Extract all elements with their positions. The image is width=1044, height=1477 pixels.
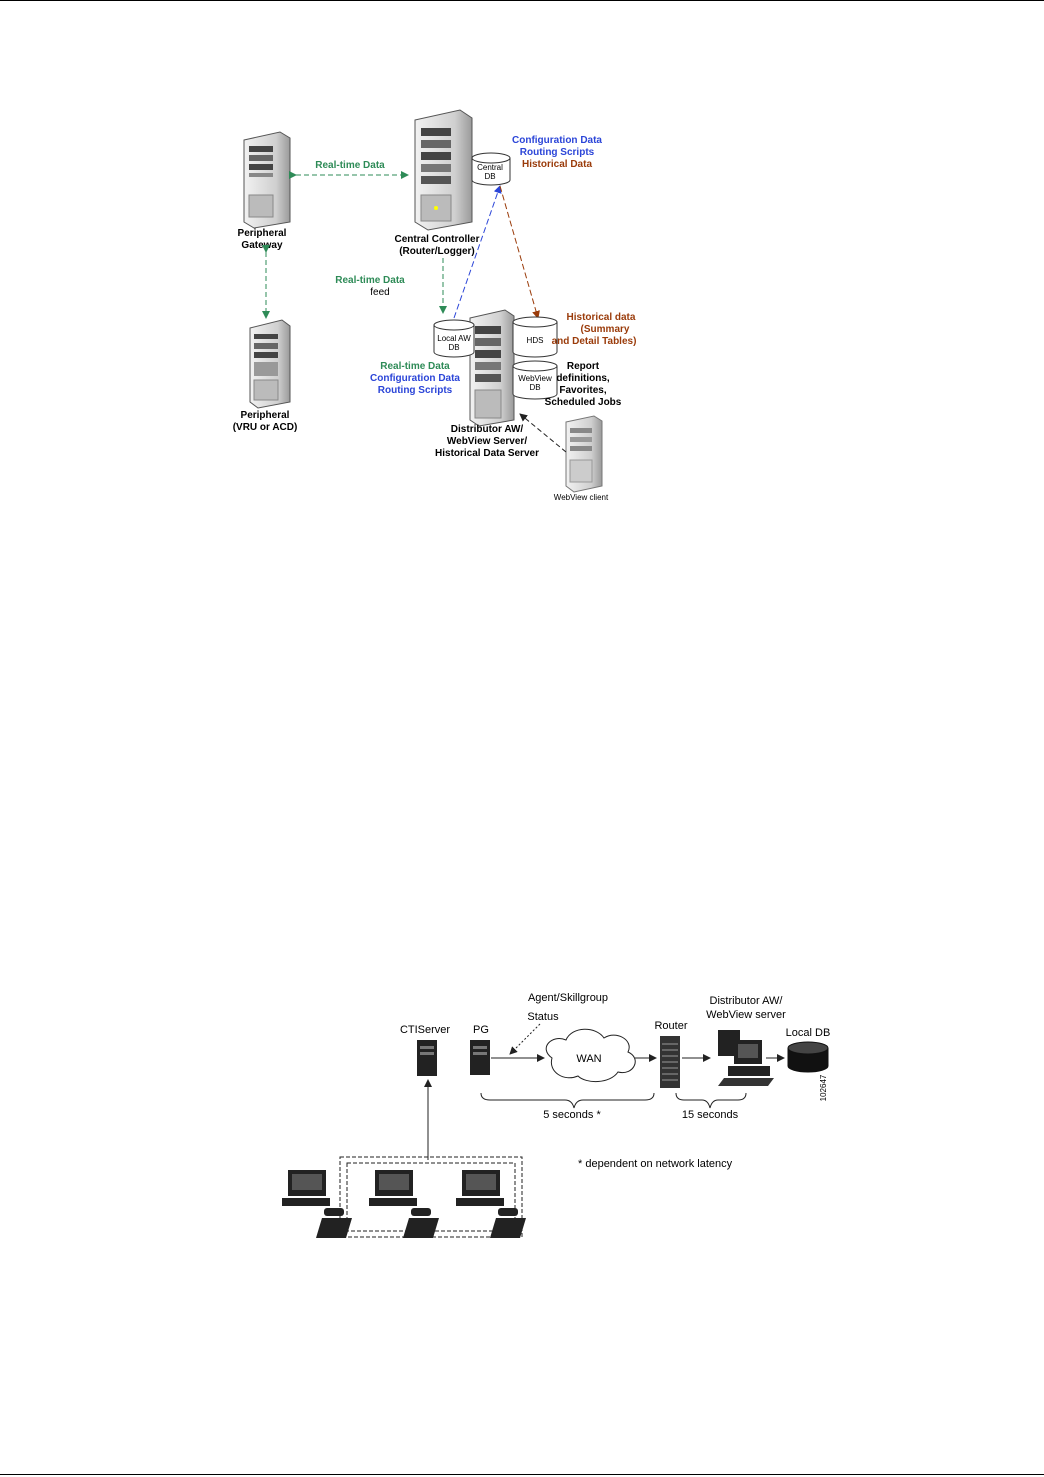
hist-detail-label: and Detail Tables) xyxy=(552,336,637,347)
pg-icon xyxy=(470,1040,490,1075)
report-label: Report xyxy=(567,361,600,372)
webview-db-label: DB xyxy=(529,383,540,392)
fifteen-seconds-label: 15 seconds xyxy=(682,1109,739,1121)
report-label: Favorites, xyxy=(559,385,606,396)
agent-workstation-icon xyxy=(282,1170,352,1238)
peripheral-gateway-label: Gateway xyxy=(241,240,283,251)
webview-client-label: WebView client xyxy=(554,493,609,502)
distributor-label: Distributor AW/ xyxy=(451,424,524,435)
historical-sync-arrow xyxy=(499,185,540,319)
agent-workstation-icon xyxy=(456,1170,526,1238)
config-sync-arrow xyxy=(453,185,502,319)
router-icon xyxy=(660,1036,680,1088)
distributor-label: WebView Server/ xyxy=(447,436,527,447)
agent-workstation-icon xyxy=(369,1170,439,1238)
five-seconds-label: 5 seconds * xyxy=(543,1109,601,1121)
central-db-label: DB xyxy=(484,172,495,181)
five-seconds-brace xyxy=(480,1092,655,1109)
local-db-label: Local DB xyxy=(786,1027,831,1039)
central-controller-label: Central Controller xyxy=(394,234,479,245)
pg-label: PG xyxy=(473,1024,489,1036)
distributor-server-icon xyxy=(469,309,515,427)
config-data-label: Configuration Data xyxy=(512,135,602,146)
central-db-icon xyxy=(471,152,511,186)
fifteen-seconds-brace xyxy=(675,1092,747,1109)
agent-status-pointer xyxy=(509,1023,541,1055)
local-db-icon xyxy=(787,1041,829,1073)
central-db-label: Central xyxy=(477,163,503,172)
peripheral-gateway-label: Peripheral xyxy=(238,228,287,239)
hist-detail-label: (Summary xyxy=(581,324,630,335)
webview-db-icon xyxy=(512,360,558,400)
distributor-aw-label: Distributor AW/ xyxy=(710,995,784,1007)
aw-stack-label: Routing Scripts xyxy=(378,385,453,396)
figure-id-label: 102647 xyxy=(819,1074,828,1101)
central-controller-server-icon xyxy=(414,109,473,231)
aw-stack-label: Real-time Data xyxy=(380,361,450,372)
aw-stack-label: Configuration Data xyxy=(370,373,460,384)
figure-2: CTIServer PG Agent/Skillgroup Status WAN xyxy=(282,992,830,1238)
distributor-aw-label: WebView server xyxy=(706,1009,786,1021)
agent-status-label: Status xyxy=(527,1011,559,1023)
historical-data-label: Historical Data xyxy=(522,159,592,170)
footer-rule xyxy=(0,1474,1044,1475)
report-label: definitions, xyxy=(556,373,610,384)
realtime-feed-label: Real-time Data xyxy=(335,275,405,286)
realtime-data-label: Real-time Data xyxy=(315,160,385,171)
local-aw-db-label: DB xyxy=(448,343,459,352)
local-aw-db-label: Local AW xyxy=(437,334,471,343)
peripheral-label: Peripheral xyxy=(241,410,290,421)
realtime-feed-label: feed xyxy=(370,287,389,298)
hds-db-icon xyxy=(512,316,558,358)
ctiserver-label: CTIServer xyxy=(400,1024,450,1036)
hist-detail-label: Historical data xyxy=(567,312,636,323)
router-label: Router xyxy=(654,1020,687,1032)
webview-db-label: WebView xyxy=(518,374,552,383)
central-controller-label: (Router/Logger) xyxy=(399,246,475,257)
routing-scripts-label: Routing Scripts xyxy=(520,147,595,158)
ctiserver-icon xyxy=(417,1040,437,1076)
peripheral-label: (VRU or ACD) xyxy=(233,422,298,433)
latency-footnote: * dependent on network latency xyxy=(578,1158,733,1170)
wan-cloud-icon xyxy=(545,1028,636,1082)
webview-client-arrow xyxy=(519,413,567,453)
peripheral-server-icon xyxy=(249,319,291,409)
distributor-label: Historical Data Server xyxy=(435,448,539,459)
agent-status-label: Agent/Skillgroup xyxy=(528,992,608,1004)
peripheral-gateway-server-icon xyxy=(243,131,291,229)
report-label: Scheduled Jobs xyxy=(545,397,622,408)
hds-label: HDS xyxy=(527,336,544,345)
local-aw-db-icon xyxy=(433,319,475,358)
distributor-workstation-icon xyxy=(718,1030,774,1086)
webview-client-server-icon xyxy=(565,415,603,493)
header-rule xyxy=(0,0,1044,1)
wan-label: WAN xyxy=(576,1053,601,1065)
figure-1: Peripheral Gateway Peripheral (VRU or AC… xyxy=(233,109,637,502)
